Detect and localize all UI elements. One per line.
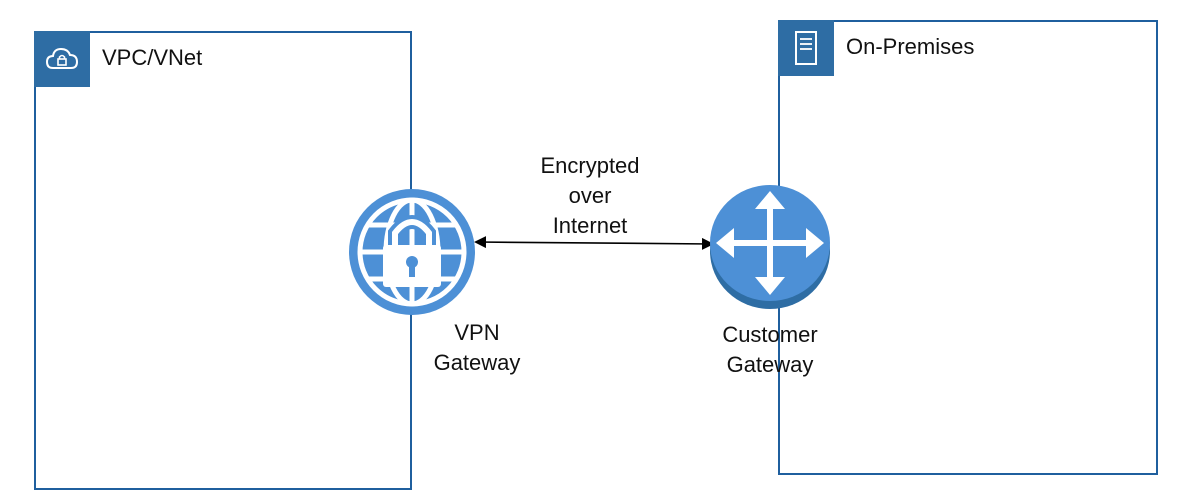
on-premises-label: On-Premises bbox=[846, 34, 975, 59]
on-premises-group: On-Premises bbox=[778, 20, 1158, 475]
customer-gateway-label: Customer Gateway bbox=[722, 322, 818, 377]
router-icon bbox=[710, 185, 830, 309]
vpn-globe-lock-icon bbox=[349, 189, 475, 315]
vpn-gateway-label: VPN Gateway bbox=[433, 320, 521, 375]
customer-gateway-node[interactable] bbox=[708, 183, 832, 311]
connection-label: Encrypted over Internet bbox=[540, 153, 640, 238]
vpn-gateway-node[interactable] bbox=[347, 187, 477, 317]
vpc-group: VPC/VNet bbox=[34, 31, 412, 490]
vpc-label: VPC/VNet bbox=[102, 45, 203, 70]
server-icon bbox=[778, 20, 834, 76]
cloud-lock-icon bbox=[34, 31, 90, 87]
